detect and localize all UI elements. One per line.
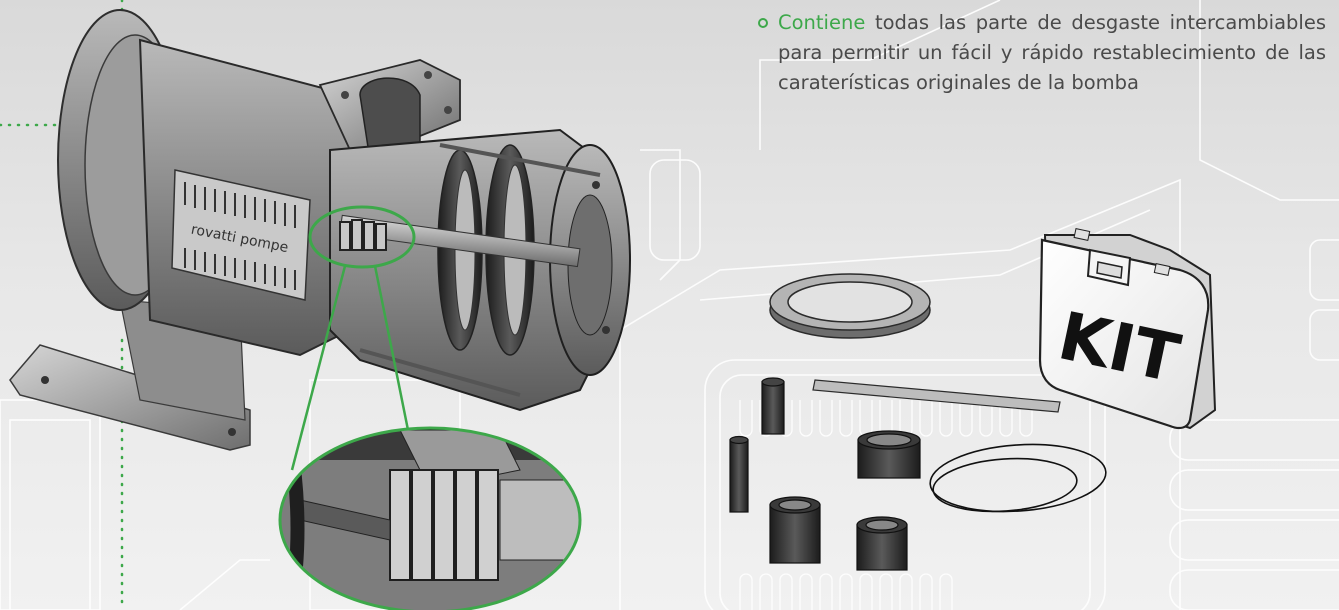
zoom-connector <box>290 265 410 471</box>
bullet-ring-icon <box>758 18 768 28</box>
pump-body: rovatti pompe <box>9 9 631 451</box>
kit-box: KIT <box>1038 228 1217 430</box>
seal-highlight-circle <box>308 205 416 269</box>
feature-highlight: Contiene <box>778 11 866 34</box>
brand-plate: rovatti pompe <box>171 169 311 301</box>
kit-parts: KIT <box>729 228 1217 571</box>
feature-description: Contiene todas las parte de desgaste int… <box>758 8 1326 98</box>
feature-text: todas las parte de desgaste intercambiab… <box>778 11 1326 94</box>
